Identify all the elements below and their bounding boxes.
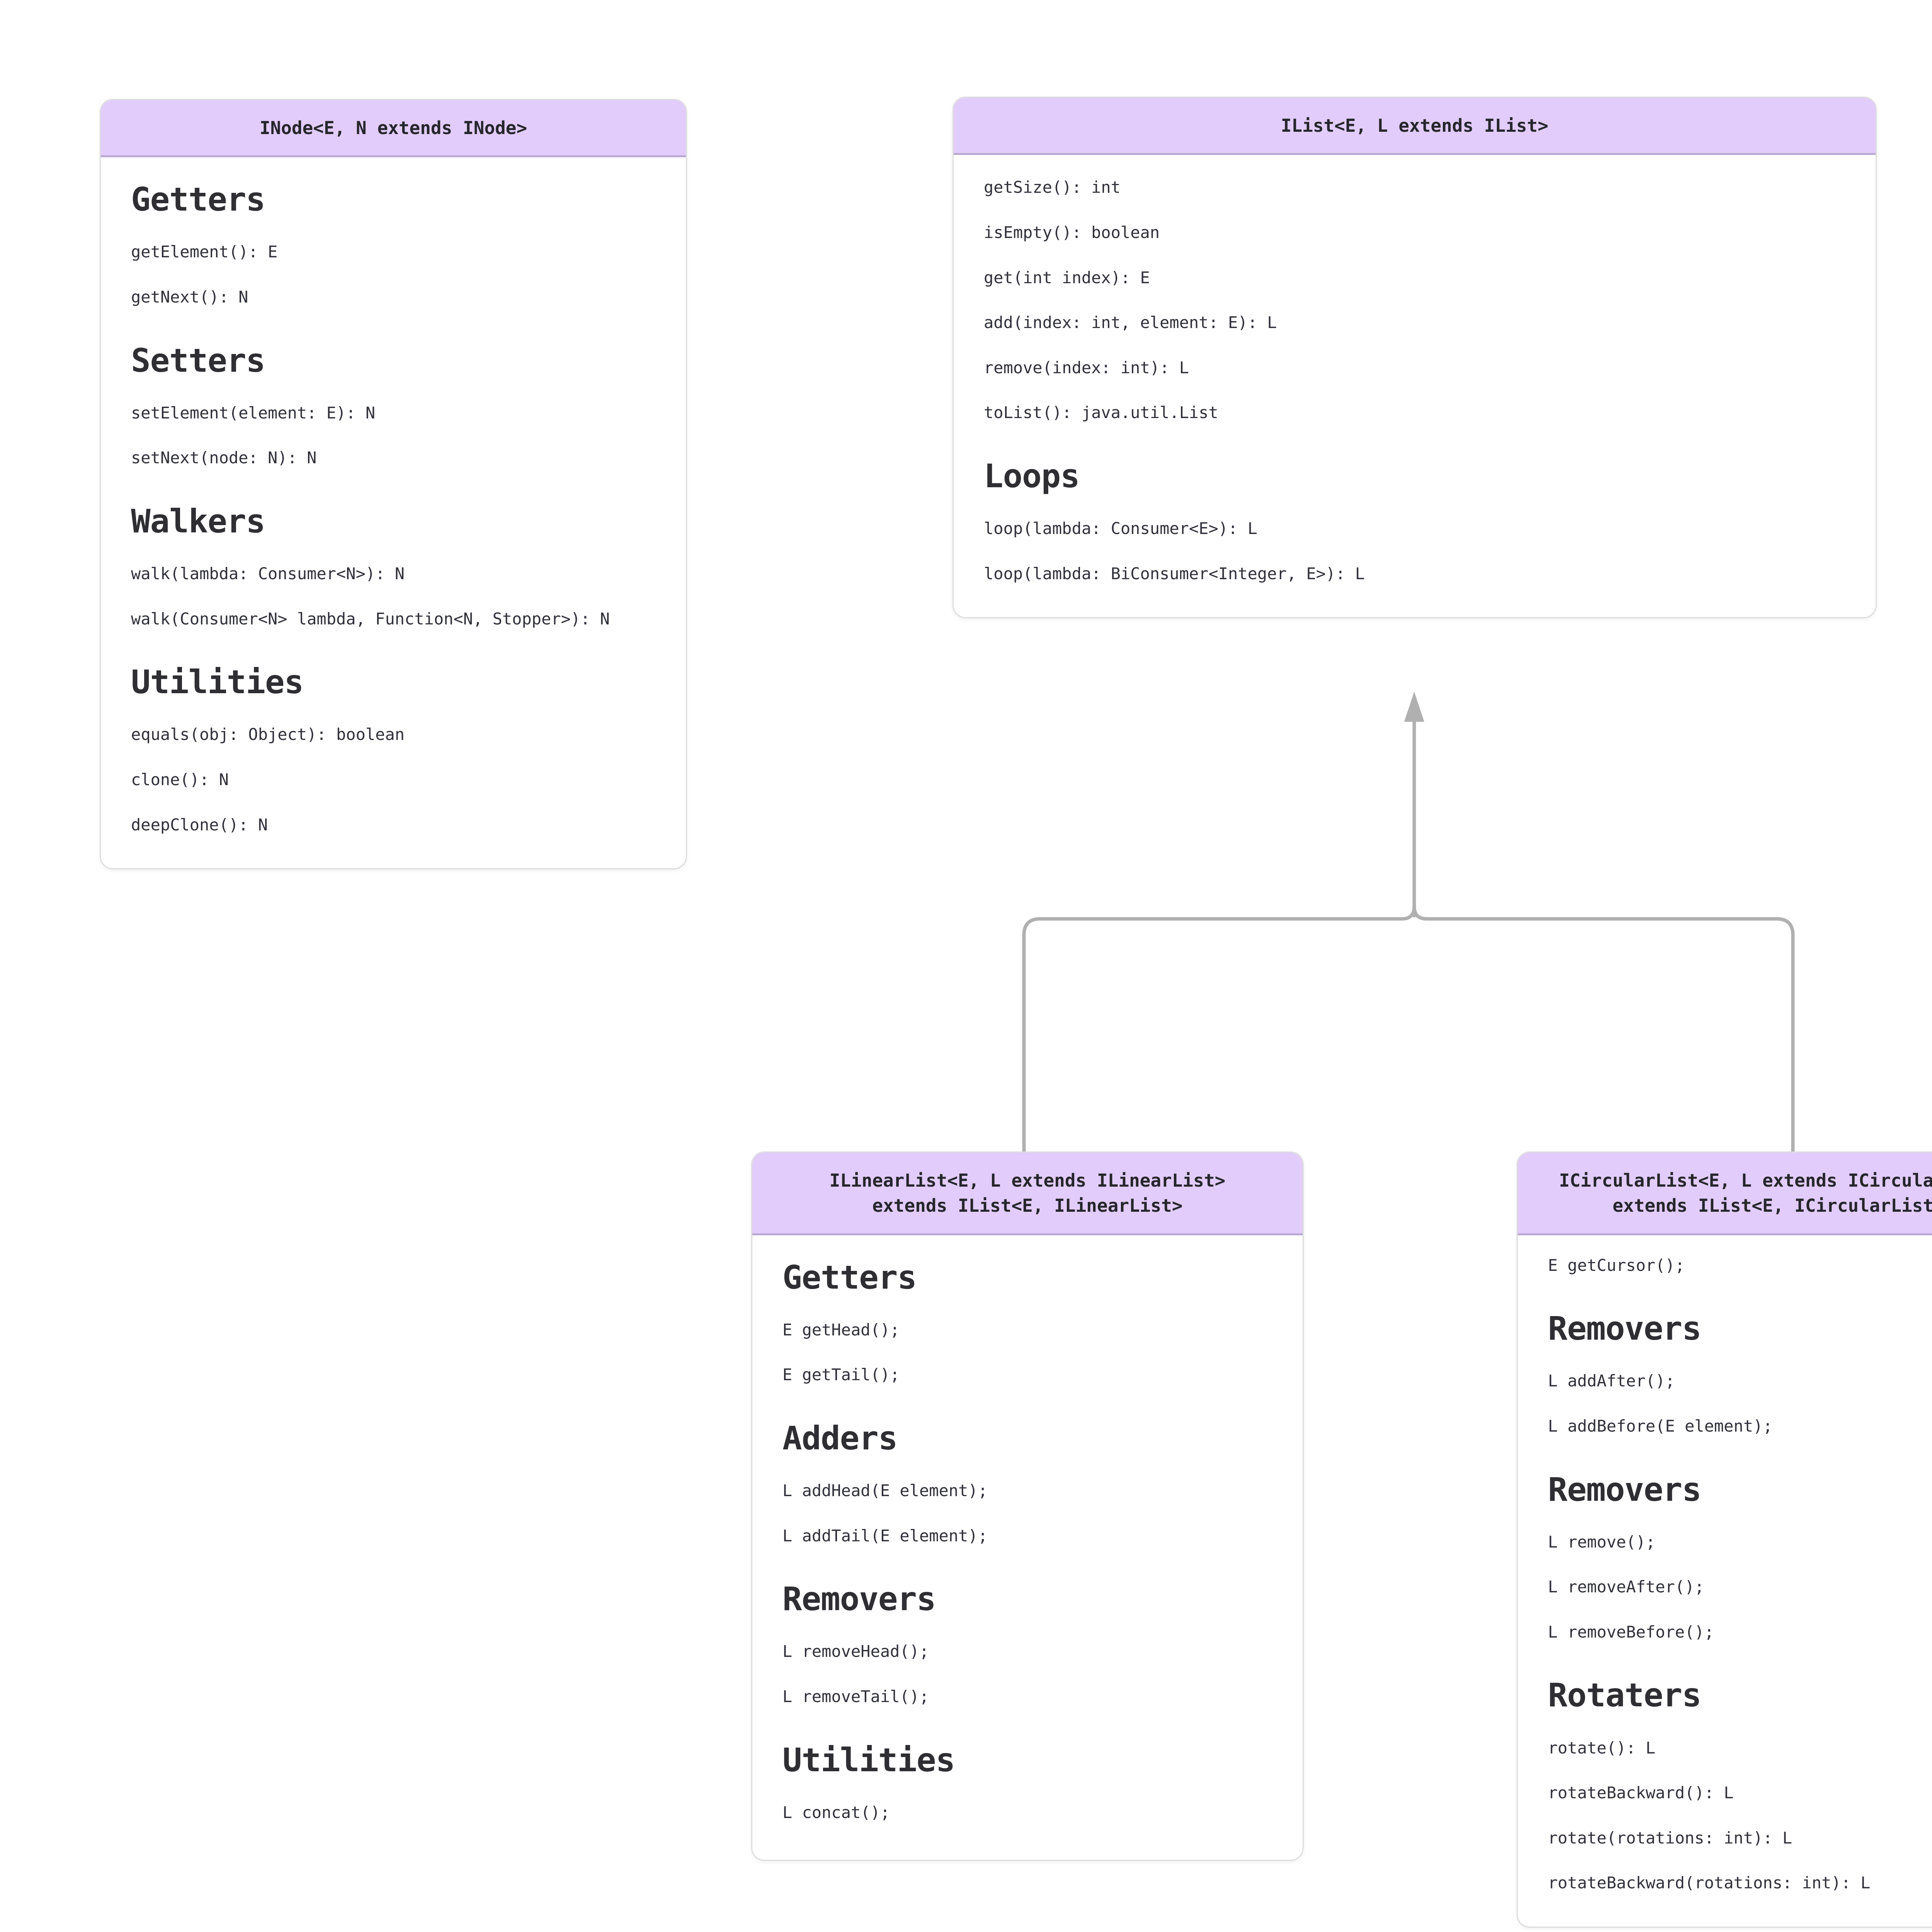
section-heading-removers-adders: Removers: [1548, 1310, 1702, 1348]
connector-bus: [1022, 905, 1795, 1157]
member-row: walk(Consumer<N> lambda, Function<N, Sto…: [131, 609, 610, 628]
member-row: toList(): java.util.List: [984, 403, 1218, 422]
class-title-inode: INode<E, N extends INode>: [101, 100, 686, 158]
member-row: getSize(): int: [984, 178, 1121, 197]
member-row: L addAfter();: [1548, 1371, 1675, 1391]
member-row: rotateBackward(rotations: int): L: [1548, 1873, 1871, 1893]
member-row: setElement(element: E): N: [131, 403, 376, 422]
arrowhead-to-ilist: [1404, 692, 1424, 722]
class-body-icircularlist: E getCursor(); Removers L addAfter(); L …: [1518, 1235, 1932, 1927]
member-row: L concat();: [782, 1803, 890, 1822]
class-body-ilinearlist: Getters E getHead(); E getTail(); Adders…: [752, 1235, 1303, 1860]
member-row: L removeHead();: [782, 1642, 929, 1661]
section-heading-walkers: Walkers: [131, 502, 265, 540]
member-row: E getTail();: [782, 1365, 900, 1384]
member-row: isEmpty(): boolean: [984, 223, 1160, 242]
class-title-line-1: ICircularList<E, L extends ICircularList…: [1559, 1170, 1932, 1191]
member-row: loop(lambda: Consumer<E>): L: [984, 519, 1258, 538]
class-card-ilist[interactable]: IList<E, L extends IList> getSize(): int…: [952, 97, 1877, 619]
member-row: E getHead();: [782, 1320, 900, 1339]
section-heading-utilities: Utilities: [782, 1741, 955, 1779]
class-title-line-2: extends IList<E, ILinearList>: [872, 1195, 1183, 1216]
class-card-inode[interactable]: INode<E, N extends INode> Getters getEle…: [100, 99, 687, 870]
member-row: L addBefore(E element);: [1548, 1416, 1773, 1435]
member-row: add(index: int, element: E): L: [984, 313, 1277, 332]
member-row: rotate(): L: [1548, 1738, 1656, 1757]
class-title-ilist: IList<E, L extends IList>: [954, 98, 1876, 155]
class-body-inode: Getters getElement(): E getNext(): N Set…: [101, 157, 686, 868]
member-row: getElement(): E: [131, 242, 278, 262]
member-row: get(int index): E: [984, 268, 1150, 287]
member-row: L remove();: [1548, 1532, 1656, 1551]
member-row: setNext(node: N): N: [131, 448, 317, 468]
member-row: rotate(rotations: int): L: [1548, 1828, 1793, 1847]
class-title-line-1: ILinearList<E, L extends ILinearList>: [829, 1170, 1226, 1191]
member-row: E getCursor();: [1548, 1255, 1685, 1275]
class-title-icircularlist: ICircularList<E, L extends ICircularList…: [1518, 1153, 1932, 1235]
member-row: L addHead(E element);: [782, 1481, 988, 1500]
member-row: clone(): N: [131, 770, 229, 789]
section-heading-getters: Getters: [782, 1258, 917, 1296]
section-heading-removers: Removers: [1548, 1470, 1702, 1509]
section-heading-setters: Setters: [131, 341, 265, 379]
member-row: L addTail(E element);: [782, 1526, 988, 1545]
member-row: loop(lambda: BiConsumer<Integer, E>): L: [984, 564, 1365, 583]
section-heading-removers: Removers: [782, 1580, 936, 1618]
section-heading-getters: Getters: [131, 180, 265, 219]
member-row: getNext(): N: [131, 287, 248, 307]
member-row: walk(lambda: Consumer<N>): N: [131, 564, 405, 583]
member-row: deepClone(): N: [131, 815, 268, 834]
member-row: L removeBefore();: [1548, 1622, 1714, 1641]
class-card-icircularlist[interactable]: ICircularList<E, L extends ICircularList…: [1517, 1151, 1932, 1928]
class-title-line-2: extends IList<E, ICircularList>: [1612, 1195, 1932, 1216]
class-body-ilist: getSize(): int isEmpty(): boolean get(in…: [954, 155, 1876, 617]
section-heading-adders: Adders: [782, 1419, 898, 1457]
section-heading-loops: Loops: [984, 457, 1080, 495]
class-card-ilinearlist[interactable]: ILinearList<E, L extends ILinearList> ex…: [751, 1151, 1304, 1861]
section-heading-rotaters: Rotaters: [1548, 1676, 1702, 1714]
member-row: remove(index: int): L: [984, 358, 1189, 377]
member-row: L removeAfter();: [1548, 1577, 1704, 1597]
section-heading-utilities: Utilities: [131, 663, 304, 701]
class-title-ilinearlist: ILinearList<E, L extends ILinearList> ex…: [752, 1153, 1303, 1235]
member-row: equals(obj: Object): boolean: [131, 725, 405, 744]
member-row: L removeTail();: [782, 1687, 929, 1706]
member-row: rotateBackward(): L: [1548, 1783, 1734, 1803]
